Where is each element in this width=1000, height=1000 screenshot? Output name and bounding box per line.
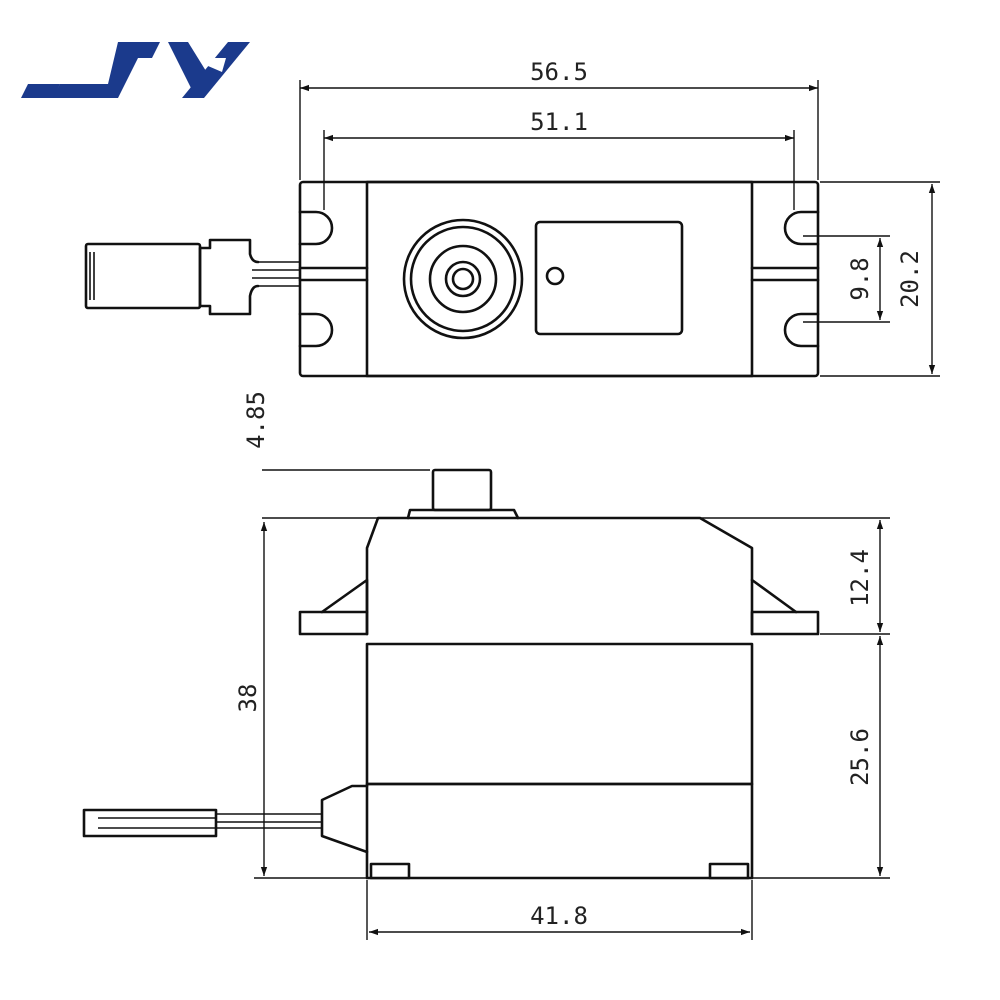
dim-text-spline-height: 4.85: [242, 391, 270, 449]
dim-top-to-flange: 12.4: [700, 517, 890, 635]
dim-text-top-to-flange: 12.4: [846, 549, 874, 607]
jx-logo: JX: [21, 42, 250, 98]
dim-text-mount-hole-spacing: 51.1: [530, 108, 588, 136]
dim-text-slot-spacing: 9.8: [846, 257, 874, 300]
dim-overall-length: 56.5: [299, 58, 819, 180]
top-flange-outline: [298, 180, 820, 378]
right-mount-holes: [750, 210, 820, 348]
top-case-body: [365, 180, 754, 378]
dim-body-width: 20.2: [820, 181, 940, 377]
left-mount-holes: [298, 210, 369, 348]
dim-text-body-length: 41.8: [530, 902, 588, 930]
dim-total-height: 38: [234, 522, 370, 879]
dim-mount-hole-spacing: 51.1: [323, 108, 795, 210]
output-spline: [406, 468, 520, 520]
dim-text-overall-length: 56.5: [530, 58, 588, 86]
dim-text-body-width: 20.2: [896, 250, 924, 308]
dim-spline-height: 4.85: [242, 391, 430, 519]
indicator-hole: [545, 266, 565, 286]
dim-text-flange-to-bottom: 25.6: [846, 728, 874, 786]
dim-flange-to-bottom: 25.6: [752, 636, 890, 879]
dim-slot-spacing: 9.8: [803, 235, 890, 323]
upper-case: [365, 516, 754, 636]
mount-flanges: [298, 578, 820, 636]
left-foot: [369, 862, 411, 880]
top-view: 56.5 51.1 20.2 9.8: [84, 58, 940, 378]
side-view: 4.85 38 12.4 25.6 41.8: [82, 391, 890, 940]
output-gear: [402, 218, 524, 340]
dim-body-length: 41.8: [366, 880, 753, 940]
side-cable-connector: [82, 784, 369, 854]
middle-case: [365, 642, 754, 786]
label-plate: [534, 220, 684, 336]
top-cable-connector: [84, 238, 300, 316]
bottom-case: [365, 782, 754, 880]
dim-text-total-height: 38: [234, 684, 262, 713]
right-foot: [708, 862, 750, 880]
